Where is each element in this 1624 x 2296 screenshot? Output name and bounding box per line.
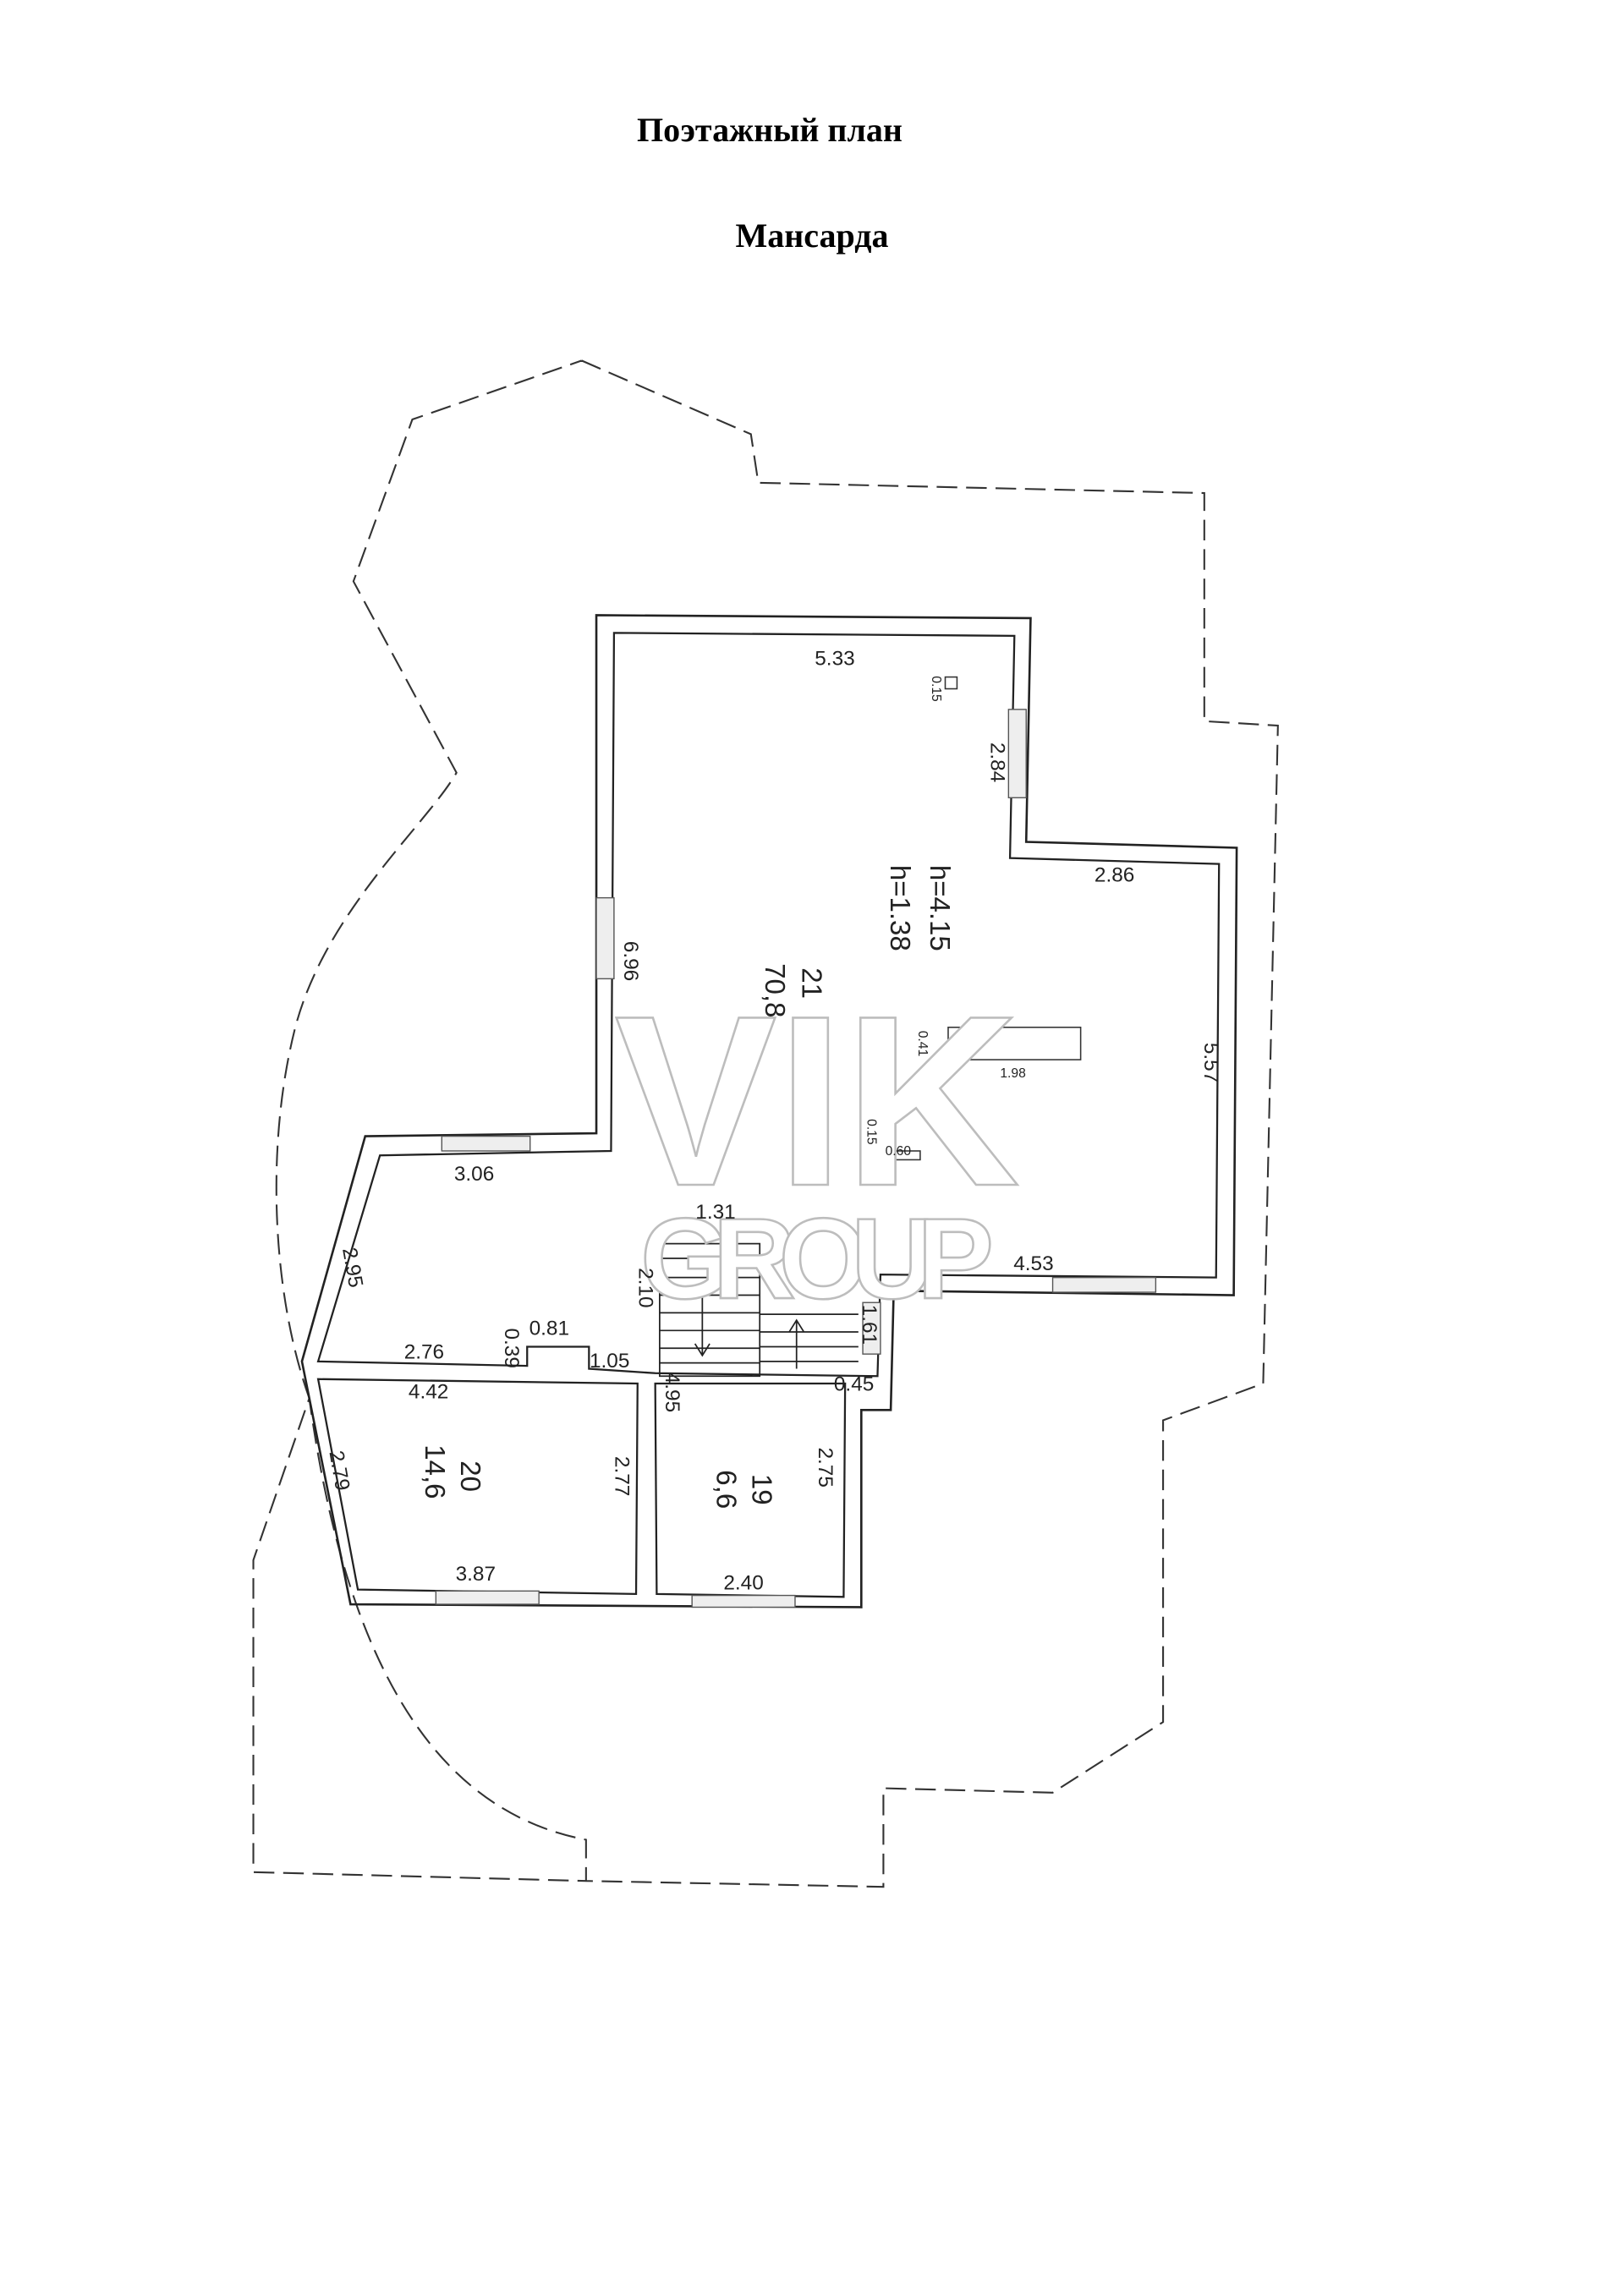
windows [435, 709, 1157, 1608]
watermark-logo-sub: GROUP [640, 1194, 994, 1323]
dimension: 4.95 [661, 1373, 683, 1412]
dimension: 2.79 [324, 1449, 354, 1492]
dimension: 2.84 [985, 743, 1008, 782]
dimension: 1.05 [590, 1350, 629, 1373]
dimension: 0.15 [929, 676, 943, 702]
dimension: 5.33 [815, 648, 854, 671]
room-21-walls [316, 632, 1221, 1378]
dimension: 1.31 [695, 1201, 735, 1224]
dimension: 2.76 [404, 1340, 444, 1363]
dimension: 2.77 [611, 1456, 634, 1496]
dimension: 1.98 [1000, 1066, 1026, 1081]
dimension: 6.96 [619, 941, 642, 981]
watermark-logo: VIK [615, 965, 1020, 1236]
room-21-height-2: h=1.38 [884, 865, 915, 951]
dimension: 0.41 [915, 1031, 930, 1056]
dimension: 2.40 [723, 1572, 763, 1595]
dimension: 4.53 [1013, 1252, 1053, 1275]
dimension: 0.15 [864, 1119, 878, 1145]
room-20-walls [316, 1378, 639, 1595]
room-19-number: 19 [746, 1474, 777, 1505]
dimension: 0.81 [529, 1318, 569, 1340]
dimension: 0.45 [834, 1373, 874, 1396]
dimension: 3.87 [456, 1563, 496, 1586]
dimension: 1.61 [858, 1305, 881, 1345]
dimension: 3.06 [454, 1163, 494, 1186]
dimension: 5.57 [1199, 1043, 1222, 1082]
dimension: 0.60 [886, 1144, 912, 1159]
floor-name: Мансарда [735, 216, 889, 255]
staircase [659, 1242, 859, 1378]
room-20-number: 20 [454, 1460, 486, 1492]
room-20-area: 14,6 [419, 1444, 450, 1499]
room-21-height-1: h=4.15 [924, 865, 955, 951]
fixtures [875, 676, 1082, 1161]
dimension: 0.39 [500, 1328, 523, 1367]
room-21-number: 21 [796, 967, 827, 999]
page-title: Поэтажный план [637, 111, 903, 149]
dimension: 4.42 [409, 1380, 448, 1403]
room-21-area: 70,8 [759, 963, 790, 1017]
dimension: 2.86 [1095, 863, 1134, 886]
dimension: 2.75 [814, 1447, 837, 1487]
dimension: 2.10 [634, 1268, 657, 1307]
roof-outline [252, 359, 1279, 1888]
dimensions: 5.33 0.15 2.84 2.86 6.96 0.41 1.98 5.57 … [324, 648, 1221, 1595]
room-19-walls [654, 1382, 847, 1598]
room-19-area: 6,6 [710, 1470, 742, 1509]
outer-walls [300, 614, 1238, 1608]
